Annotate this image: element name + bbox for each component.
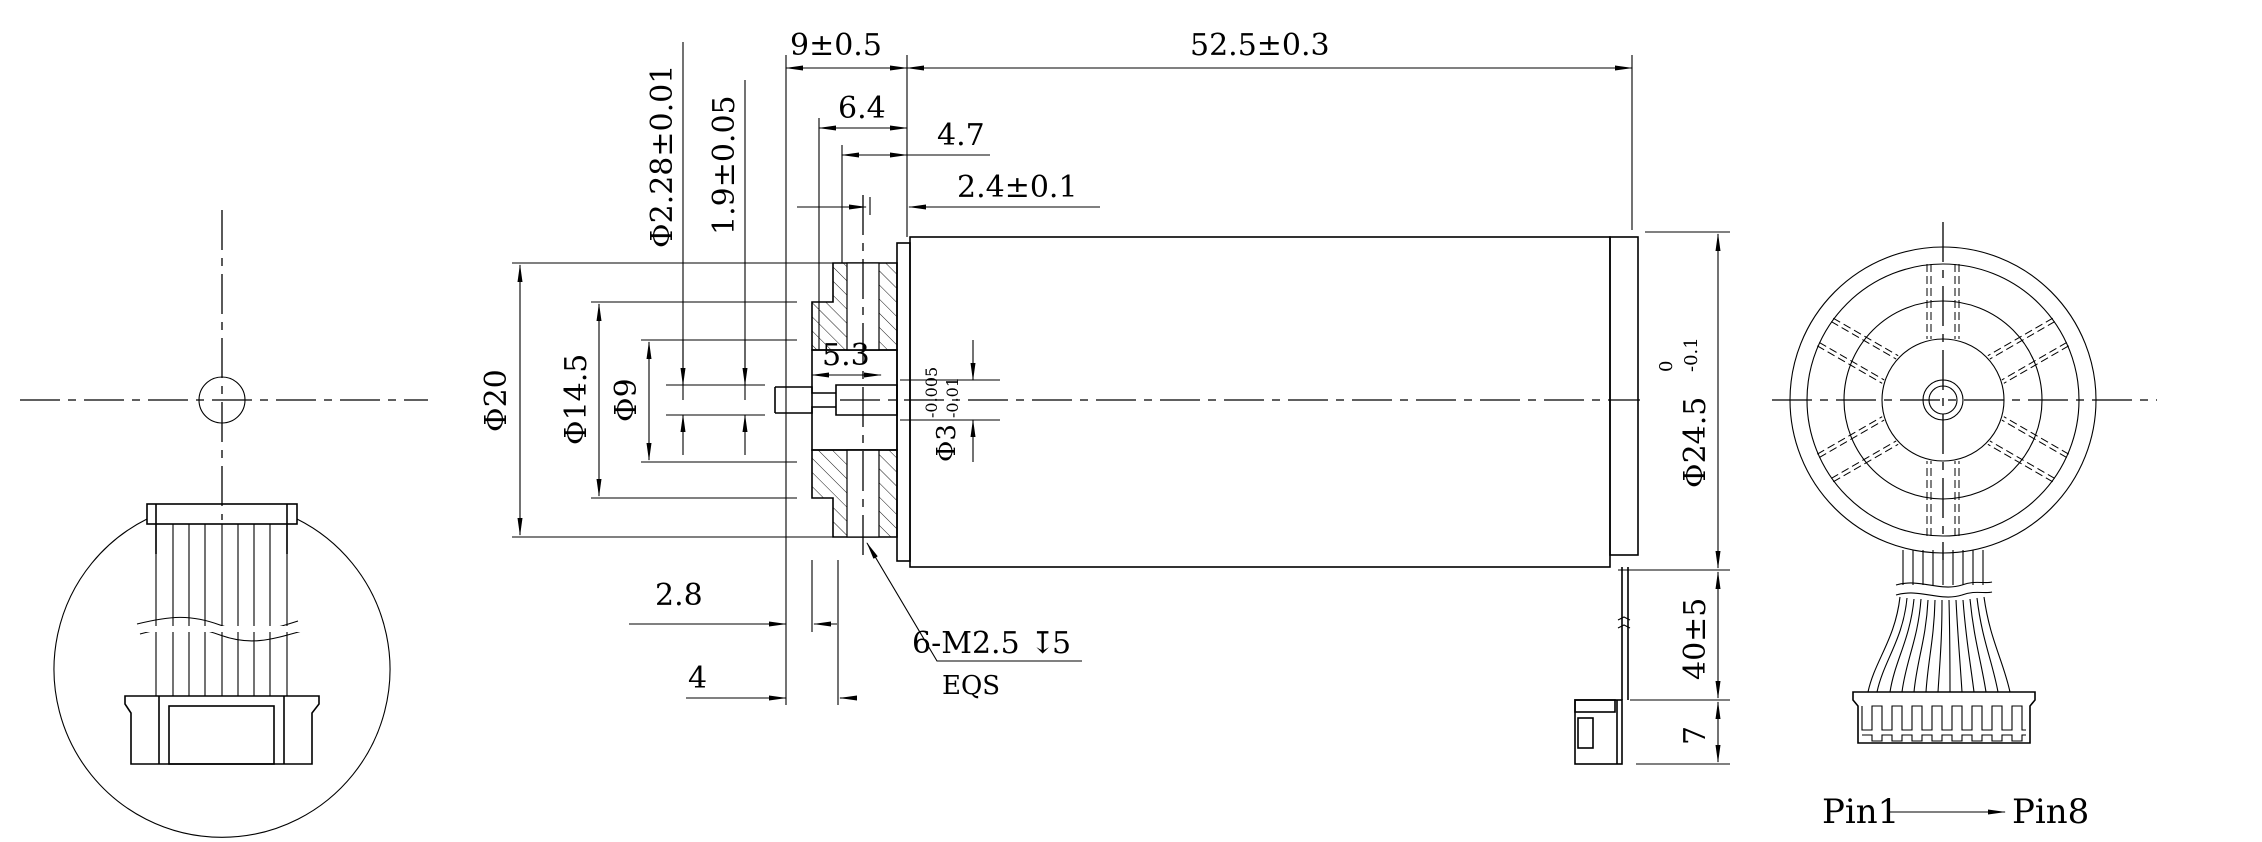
label-body-length: 52.5±0.3 bbox=[1190, 28, 1330, 63]
right-view-mid-ring bbox=[1843, 300, 2043, 500]
label-pilot-dia: Φ9 bbox=[609, 378, 644, 422]
side-view bbox=[512, 42, 1730, 765]
bearing-bore bbox=[835, 384, 898, 416]
lead-connector-top bbox=[1574, 699, 1616, 713]
right-view-connector-pins bbox=[1861, 705, 2026, 731]
label-2-4: 2.4±0.1 bbox=[957, 170, 1078, 205]
right-view-connector-teeth bbox=[1862, 734, 2026, 742]
right-view-spokes bbox=[1816, 264, 2070, 536]
label-bore-tol-upper: -0.005 bbox=[922, 367, 941, 418]
thread-callout-leader bbox=[866, 542, 1082, 662]
motor-rear-cap bbox=[1609, 236, 1639, 556]
label-body-tol-lower: -0.1 bbox=[1681, 337, 1702, 372]
right-view-hub bbox=[1881, 338, 2005, 462]
label-pin-end: Pin8 bbox=[2012, 792, 2089, 832]
label-bore-dia: Φ3 bbox=[932, 424, 962, 462]
label-flange-dia: Φ20 bbox=[479, 369, 514, 432]
lead-connector-latch bbox=[1577, 717, 1594, 749]
shaft bbox=[775, 386, 836, 414]
left-view-ribbon-wires bbox=[155, 524, 288, 696]
motor-body bbox=[909, 236, 1611, 568]
label-6-4: 6.4 bbox=[838, 91, 886, 126]
label-shaft-length: 9±0.5 bbox=[790, 28, 882, 63]
label-5-3: 5.3 bbox=[822, 338, 870, 373]
label-4-7: 4.7 bbox=[937, 118, 985, 153]
dimension-labels: 9±0.5 52.5±0.3 6.4 4.7 2.4±0.1 Φ2.28±0.0… bbox=[479, 28, 2089, 832]
left-end-view bbox=[20, 210, 428, 838]
label-shaft-dia: Φ2.28±0.01 bbox=[645, 65, 680, 248]
right-view-shaft bbox=[1928, 385, 1958, 415]
thread-depth-icon: ↧ bbox=[1030, 626, 1055, 661]
label-thread-depth: 5 bbox=[1052, 626, 1071, 661]
label-lead-length: 40±5 bbox=[1678, 598, 1713, 680]
label-2-8: 2.8 bbox=[655, 578, 703, 613]
label-shaft-flat: 1.9±0.05 bbox=[707, 95, 742, 235]
right-end-view bbox=[1772, 222, 2157, 815]
left-view-connector-body bbox=[124, 695, 320, 765]
thread-callout: 6-M2.5 ↧ 5 EQS bbox=[912, 626, 1071, 701]
label-4: 4 bbox=[688, 661, 707, 696]
left-view-shaft-circle bbox=[198, 376, 246, 424]
left-view-connector-window bbox=[168, 705, 275, 765]
label-thread-spec: 6-M2.5 bbox=[912, 626, 1020, 661]
right-view-bearing-outer bbox=[1922, 379, 1964, 421]
left-view-outer-circle bbox=[53, 518, 391, 838]
lead-wire-break bbox=[1617, 616, 1631, 629]
right-view-connector bbox=[1852, 691, 2036, 744]
label-bore-tol-lower: -0.01 bbox=[943, 377, 962, 418]
right-view-wire-bundle bbox=[1867, 550, 2011, 693]
label-body-tol-upper: 0 bbox=[1656, 361, 1677, 372]
right-view-inner-ring bbox=[1806, 263, 2080, 537]
label-connector-height: 7 bbox=[1678, 726, 1713, 745]
label-pin-start: Pin1 bbox=[1822, 792, 1899, 832]
label-boss-dia: Φ14.5 bbox=[559, 354, 594, 445]
label-body-dia: Φ24.5 bbox=[1678, 397, 1713, 488]
label-thread-note: EQS bbox=[942, 671, 1000, 701]
motor-front-rim bbox=[896, 242, 911, 562]
